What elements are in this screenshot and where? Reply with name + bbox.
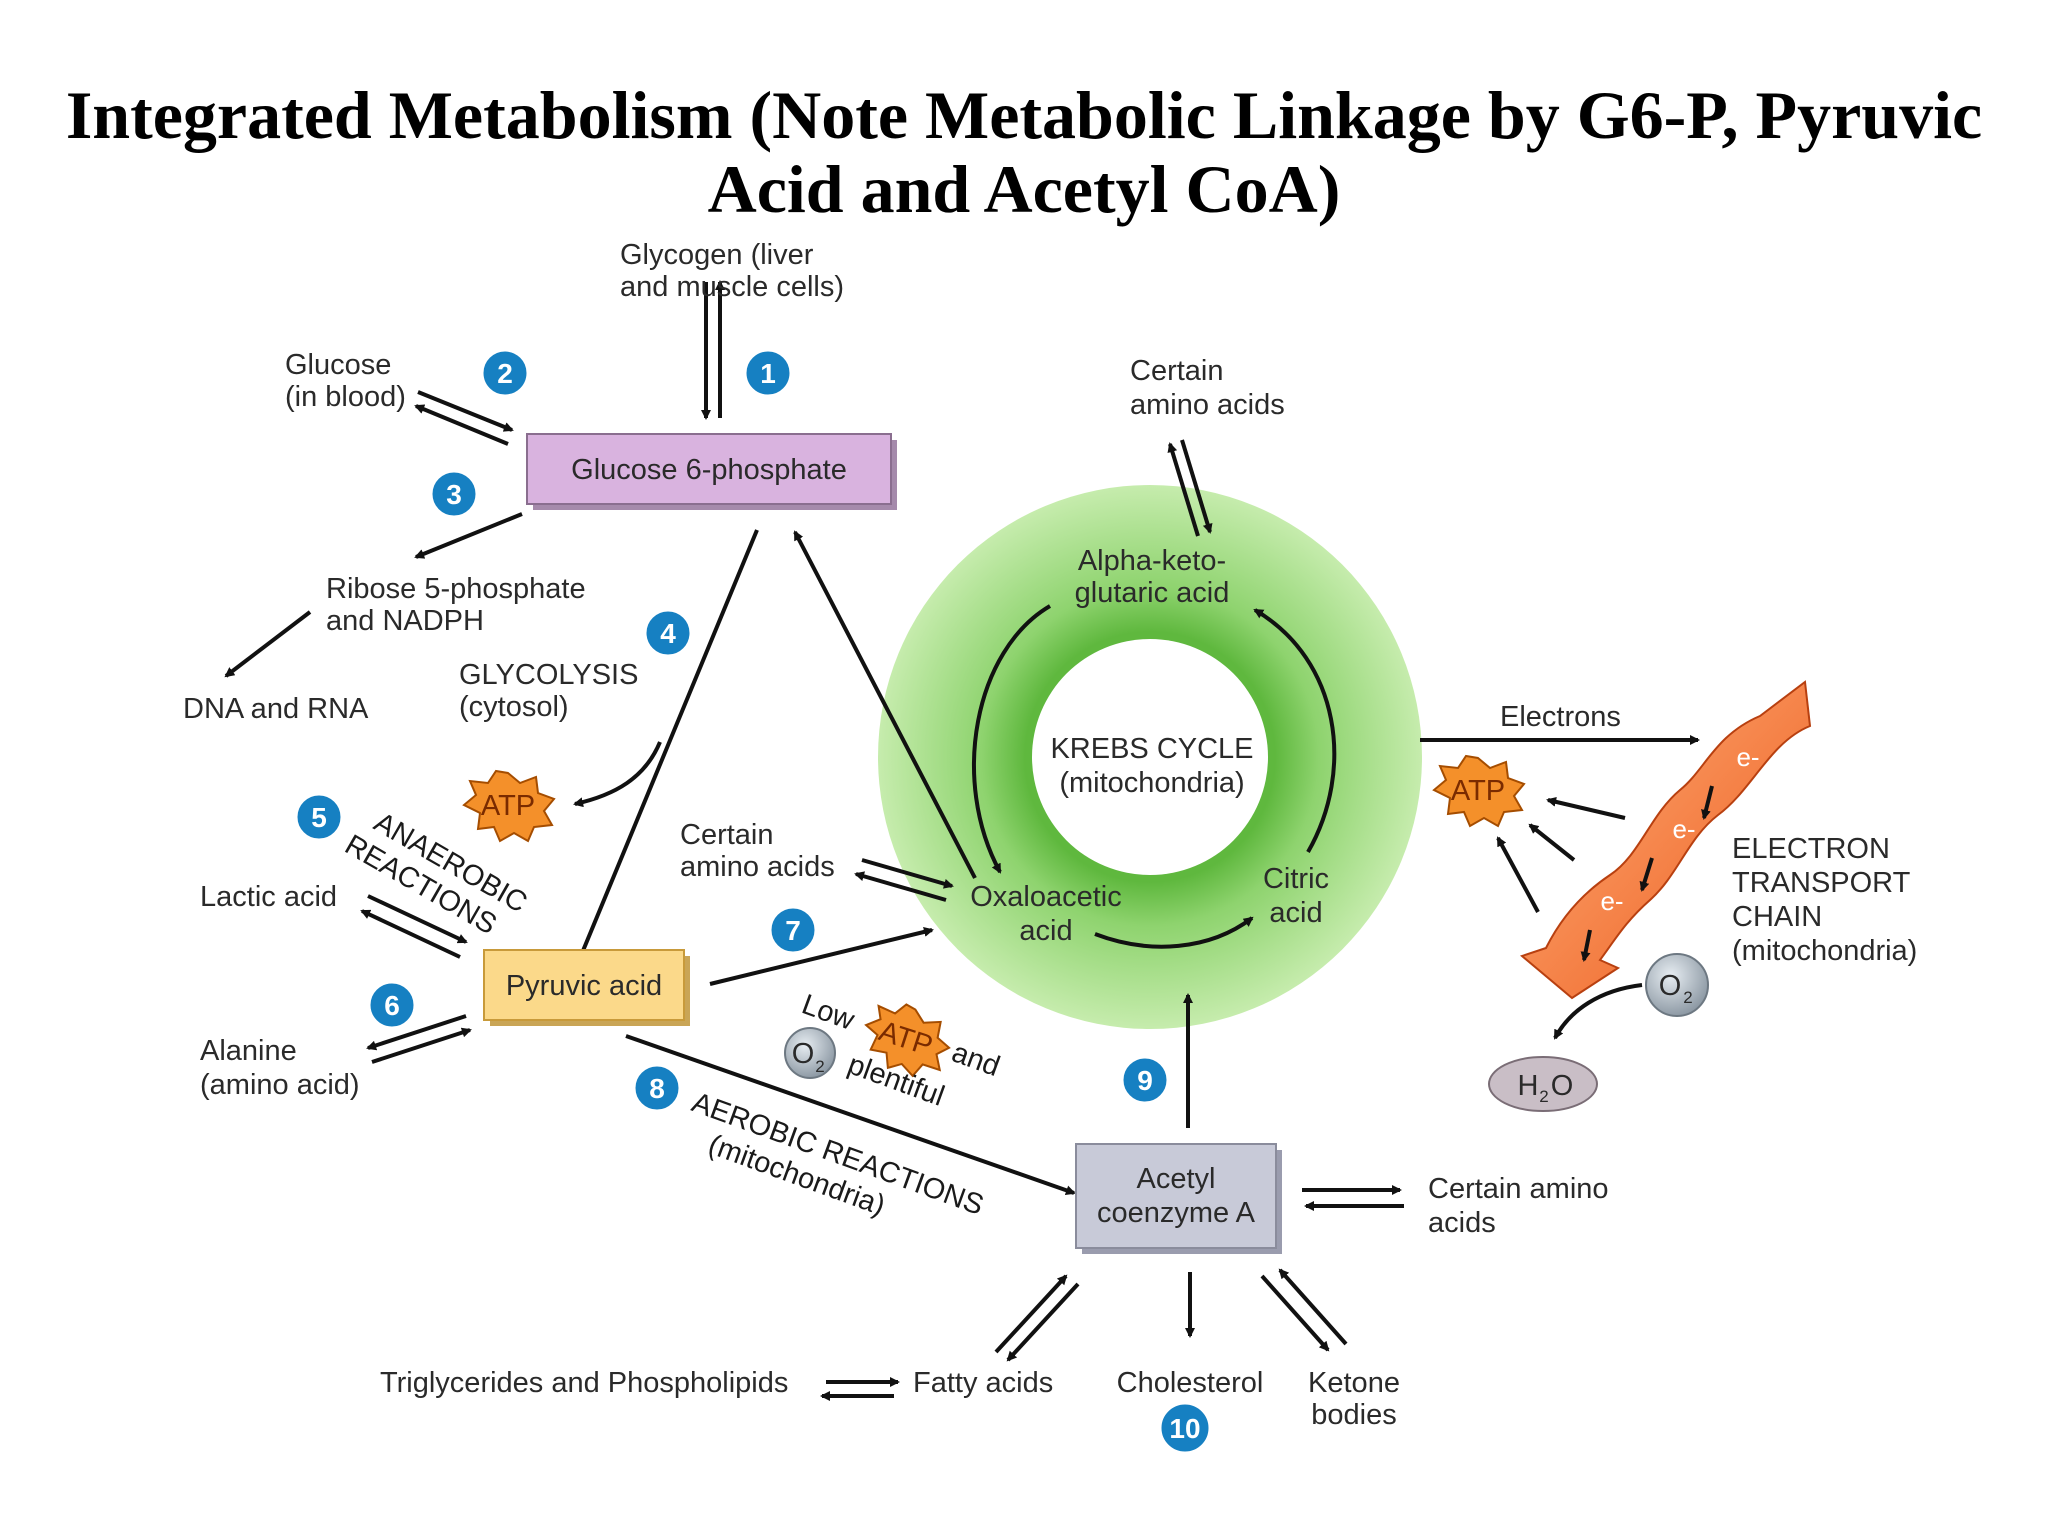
etc-label-1: ELECTRON bbox=[1732, 833, 1890, 865]
h2o-h: H bbox=[1518, 1070, 1539, 1102]
step-badge-6: 6 bbox=[367, 980, 417, 1030]
cholesterol-label: Cholesterol bbox=[1117, 1367, 1264, 1399]
step-badge-3: 3 bbox=[429, 469, 479, 519]
step-badge-7-label: 7 bbox=[785, 915, 801, 946]
step-badge-8-label: 8 bbox=[649, 1073, 665, 1104]
glycolysis-label-2: (cytosol) bbox=[459, 691, 569, 723]
o2-sub-etc: 2 bbox=[1683, 988, 1692, 1007]
certain-aa-right-2: acids bbox=[1428, 1207, 1496, 1239]
o2-bubble-etc: O 2 bbox=[1645, 953, 1709, 1017]
step-badge-4: 4 bbox=[643, 608, 693, 658]
ribose-label-1: Ribose 5-phosphate bbox=[326, 573, 586, 605]
e-minus-3: e- bbox=[1600, 886, 1623, 916]
step-badge-3-label: 3 bbox=[446, 479, 462, 510]
and-label: and bbox=[948, 1037, 1004, 1084]
h2o-sub: 2 bbox=[1539, 1087, 1548, 1106]
g6p-box: Glucose 6-phosphate bbox=[526, 433, 897, 510]
certain-aa-left-1: Certain bbox=[680, 819, 774, 851]
step-badge-6-label: 6 bbox=[384, 990, 400, 1021]
krebs-label-2: (mitochondria) bbox=[1059, 767, 1244, 799]
page-title: Integrated Metabolism (Note Metabolic Li… bbox=[0, 78, 2048, 226]
pyruvic-box: Pyruvic acid bbox=[483, 949, 690, 1026]
atp-label-etc: ATP bbox=[1451, 775, 1505, 807]
step-badge-2-label: 2 bbox=[497, 358, 513, 389]
krebs-cycle-ring bbox=[878, 485, 1422, 1029]
certain-aa-left-2: amino acids bbox=[680, 851, 835, 883]
step-badge-8: 8 bbox=[632, 1063, 682, 1113]
step-badge-1: 1 bbox=[743, 348, 793, 398]
step-badge-5: 5 bbox=[294, 792, 344, 842]
etc-label-3: CHAIN bbox=[1732, 901, 1822, 933]
title-line-1: Integrated Metabolism (Note Metabolic Li… bbox=[65, 77, 1983, 153]
krebs-label-1: KREBS CYCLE bbox=[1050, 733, 1253, 765]
glycogen-label-1: Glycogen (liver bbox=[620, 239, 814, 271]
pathway-arrows bbox=[224, 280, 1700, 1401]
alanine-label-2: (amino acid) bbox=[200, 1069, 360, 1101]
labels: Glycogen (liver and muscle cells) Glucos… bbox=[183, 239, 1917, 1431]
step-badge-1-label: 1 bbox=[760, 358, 776, 389]
alanine-label-1: Alanine bbox=[200, 1035, 297, 1067]
oxaloacetic-label-1: Oxaloacetic bbox=[970, 881, 1122, 913]
e-minus-1: e- bbox=[1736, 742, 1759, 772]
glycogen-label-2: and muscle cells) bbox=[620, 271, 844, 303]
step-badge-7: 7 bbox=[768, 905, 818, 955]
certain-aa-right-1: Certain amino bbox=[1428, 1173, 1609, 1205]
ketone-label-2: bodies bbox=[1311, 1399, 1396, 1431]
ketone-label-1: Ketone bbox=[1308, 1367, 1400, 1399]
lactic-label: Lactic acid bbox=[200, 881, 337, 913]
etc-ribbon: e- e- e- bbox=[1519, 680, 1812, 1000]
step-badge-4-label: 4 bbox=[660, 618, 676, 649]
alpha-keto-label-1: Alpha-keto- bbox=[1078, 545, 1226, 577]
dna-rna-label: DNA and RNA bbox=[183, 693, 369, 725]
step-badge-9: 9 bbox=[1120, 1055, 1170, 1105]
step-badge-5-label: 5 bbox=[311, 802, 327, 833]
step-badge-2: 2 bbox=[480, 348, 530, 398]
h2o-o: O bbox=[1551, 1070, 1574, 1102]
glycolysis-label-1: GLYCOLYSIS bbox=[459, 659, 638, 691]
acetyl-box: Acetyl coenzyme A bbox=[1075, 1143, 1282, 1254]
title-line-2: Acid and Acetyl CoA) bbox=[707, 151, 1341, 227]
pyruvic-label: Pyruvic acid bbox=[506, 970, 662, 1002]
atp-label-glycolysis: ATP bbox=[481, 790, 535, 822]
triglycerides-label: Triglycerides and Phospholipids bbox=[380, 1367, 788, 1399]
oxaloacetic-label-2: acid bbox=[1019, 915, 1072, 947]
fatty-acids-label: Fatty acids bbox=[913, 1367, 1053, 1399]
h2o-pill: H 2 O bbox=[1488, 1056, 1598, 1112]
glucose-blood-label-1: Glucose bbox=[285, 349, 391, 381]
krebs-arrows bbox=[972, 604, 1337, 1128]
g6p-label: Glucose 6-phosphate bbox=[571, 454, 847, 486]
citric-label-1: Citric bbox=[1263, 863, 1329, 895]
atp-burst-etc: ATP bbox=[1432, 754, 1526, 828]
electrons-label: Electrons bbox=[1500, 701, 1621, 733]
step-badge-9-label: 9 bbox=[1137, 1065, 1153, 1096]
e-minus-2: e- bbox=[1672, 814, 1695, 844]
acetyl-label-1: Acetyl bbox=[1137, 1163, 1216, 1195]
step-badge-10: 10 bbox=[1158, 1401, 1212, 1455]
acetyl-label-2: coenzyme A bbox=[1097, 1197, 1256, 1229]
ribose-label-2: and NADPH bbox=[326, 605, 484, 637]
o2-label-aerobic: O bbox=[792, 1038, 815, 1070]
etc-label-4: (mitochondria) bbox=[1732, 935, 1917, 967]
o2-bubble-aerobic: O 2 bbox=[784, 1027, 836, 1079]
o2-sub-aerobic: 2 bbox=[815, 1057, 824, 1076]
glucose-blood-label-2: (in blood) bbox=[285, 381, 406, 413]
etc-label-2: TRANSPORT bbox=[1732, 867, 1911, 899]
certain-aa-top-1: Certain bbox=[1130, 355, 1224, 387]
step-badges: 1 2 3 4 5 6 7 bbox=[294, 348, 1212, 1455]
citric-label-2: acid bbox=[1269, 897, 1322, 929]
step-badge-10-label: 10 bbox=[1169, 1413, 1200, 1444]
atp-burst-glycolysis: ATP bbox=[462, 769, 556, 843]
o2-label-etc: O bbox=[1659, 970, 1682, 1002]
certain-aa-top-2: amino acids bbox=[1130, 389, 1285, 421]
alpha-keto-label-2: glutaric acid bbox=[1075, 577, 1230, 609]
